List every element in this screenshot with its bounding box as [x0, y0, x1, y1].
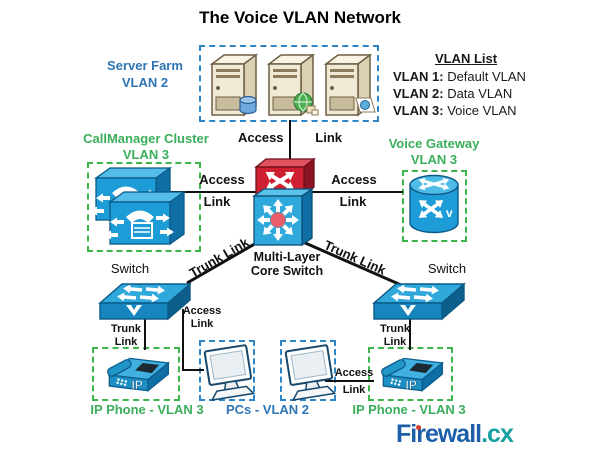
vlan-list-item: VLAN 3: Voice VLAN: [393, 103, 517, 118]
access-link-label-right: Access: [331, 172, 377, 187]
firewall-cx-logo: Firewall.cx: [396, 420, 514, 448]
workgroup-switch-icon: [98, 282, 192, 321]
ip-phone-right-caption: IP Phone - VLAN 3: [352, 402, 466, 417]
ip-phone-left-caption: IP Phone - VLAN 3: [90, 402, 204, 417]
trunk-link-label-sw-left: Trunk Link: [111, 323, 141, 348]
switch-right-label: Switch: [427, 261, 467, 276]
access-link-label-pc-right: Access: [334, 367, 374, 379]
ip-phone-left-zone: [92, 347, 180, 401]
vlan-list-item: VLAN 2: Data VLAN: [393, 86, 513, 101]
ip-phone-icon: IP: [381, 357, 444, 392]
server-farm-label: Server Farm VLAN 2: [107, 58, 183, 90]
switch-left-label: Switch: [110, 261, 150, 276]
access-link-label-left: Access: [199, 172, 245, 187]
logo-i-dot: [415, 424, 421, 430]
svg-text:v: v: [446, 206, 453, 220]
vlan-list: VLAN List VLAN 1: Default VLAN VLAN 2: D…: [393, 50, 539, 119]
vlan-list-item: VLAN 1: Default VLAN: [393, 69, 526, 84]
trunk-link-label-sw-right: Trunk Link: [380, 323, 410, 348]
access-link-label-pc-right2: Link: [342, 384, 366, 396]
vlan-list-heading: VLAN List: [434, 51, 498, 66]
multilayer-switch-icon: [252, 188, 314, 247]
page-title: The Voice VLAN Network: [199, 8, 401, 27]
core-switch-label: Multi-Layer Core Switch: [250, 250, 324, 278]
svg-text:IP: IP: [405, 378, 416, 392]
svg-text:IP: IP: [131, 378, 142, 392]
callmanager-label: CallManager Cluster VLAN 3: [83, 131, 209, 162]
pcs-caption: PCs - VLAN 2: [225, 402, 310, 417]
pc-right-zone: [280, 340, 336, 401]
access-link-label-right2: Link: [339, 194, 367, 209]
server-icon: [323, 53, 376, 117]
server-icon: [209, 53, 259, 117]
ip-phone-icon: IP: [107, 357, 170, 392]
voice-gateway-icon: v: [409, 174, 459, 234]
callmanager-icon: [106, 190, 187, 246]
voice-gateway-label: Voice Gateway VLAN 3: [388, 136, 480, 167]
callmanager-zone: [87, 162, 201, 252]
access-link-label-sw-left: Access Link: [182, 305, 222, 330]
voice-gateway-zone: [402, 170, 467, 242]
pc-icon: [284, 344, 337, 401]
server-icon: [266, 53, 319, 117]
access-link-label-left2: Link: [203, 194, 231, 209]
pc-icon: [203, 344, 256, 401]
workgroup-switch-icon: [372, 282, 466, 321]
